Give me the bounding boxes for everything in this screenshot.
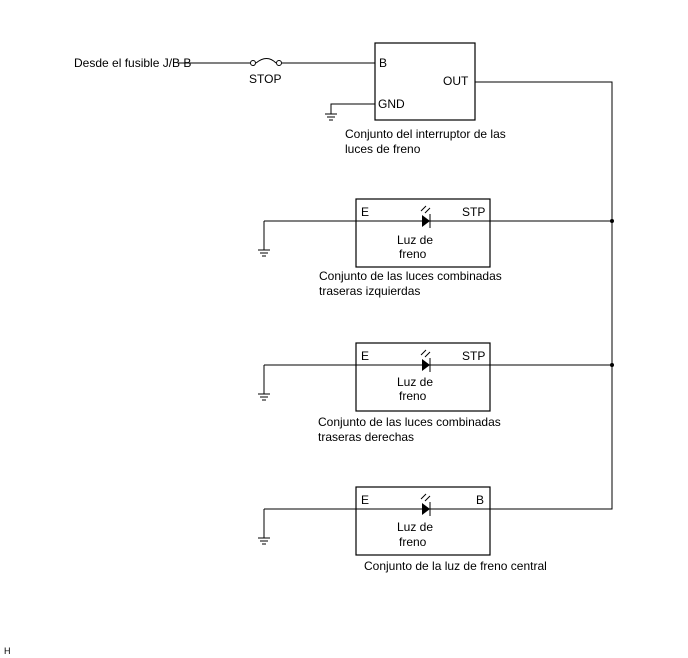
left-lamp-label-1: Luz de	[397, 233, 433, 247]
led-icon	[420, 349, 431, 372]
left-lamp-pin-stp: STP	[462, 205, 485, 219]
fuse-terminal-left	[250, 60, 256, 66]
switch-pin-out: OUT	[443, 74, 469, 88]
left-lamp-label-2: freno	[399, 247, 427, 261]
fuse-terminal-right	[276, 60, 282, 66]
right-lamp-label-2: freno	[399, 389, 427, 403]
center-lamp-caption-1: Conjunto de la luz de freno central	[364, 559, 547, 573]
right-lamp-box	[355, 342, 491, 412]
corner-mark: H	[4, 646, 11, 656]
left-lamp-caption-1: Conjunto de las luces combinadas	[319, 269, 502, 283]
switch-pin-b: B	[379, 56, 387, 70]
switch-gnd-wire	[330, 103, 375, 114]
led-icon	[420, 493, 431, 516]
center-lamp-box	[355, 486, 491, 556]
out-bus-wire	[475, 81, 613, 510]
center-lamp-label-2: freno	[399, 535, 427, 549]
left-lamp-pin-e: E	[361, 205, 369, 219]
right-lamp-pin-e: E	[361, 349, 369, 363]
ground-icon	[258, 249, 270, 257]
switch-caption-line2: luces de freno	[345, 142, 421, 156]
ground-icon	[258, 393, 270, 401]
led-icon	[420, 205, 431, 228]
left-lamp-box	[355, 198, 491, 268]
center-lamp-label-1: Luz de	[397, 520, 433, 534]
fuse-label: STOP	[249, 72, 281, 86]
fuse-symbol-icon	[255, 58, 277, 64]
ground-icon	[258, 537, 270, 545]
brake-switch-box	[374, 42, 476, 121]
right-lamp-label-1: Luz de	[397, 375, 433, 389]
source-label: Desde el fusible J/B B	[74, 56, 191, 70]
right-lamp-pin-stp: STP	[462, 349, 485, 363]
ground-icon	[325, 113, 337, 121]
center-lamp-pin-e: E	[361, 493, 369, 507]
right-lamp-caption-1: Conjunto de las luces combinadas	[318, 415, 501, 429]
left-lamp-caption-2: traseras izquierdas	[319, 284, 420, 298]
switch-caption-line1: Conjunto del interruptor de las	[345, 127, 506, 141]
center-lamp-pin-b: B	[476, 493, 484, 507]
switch-pin-gnd: GND	[378, 97, 405, 111]
right-lamp-caption-2: traseras derechas	[318, 430, 414, 444]
